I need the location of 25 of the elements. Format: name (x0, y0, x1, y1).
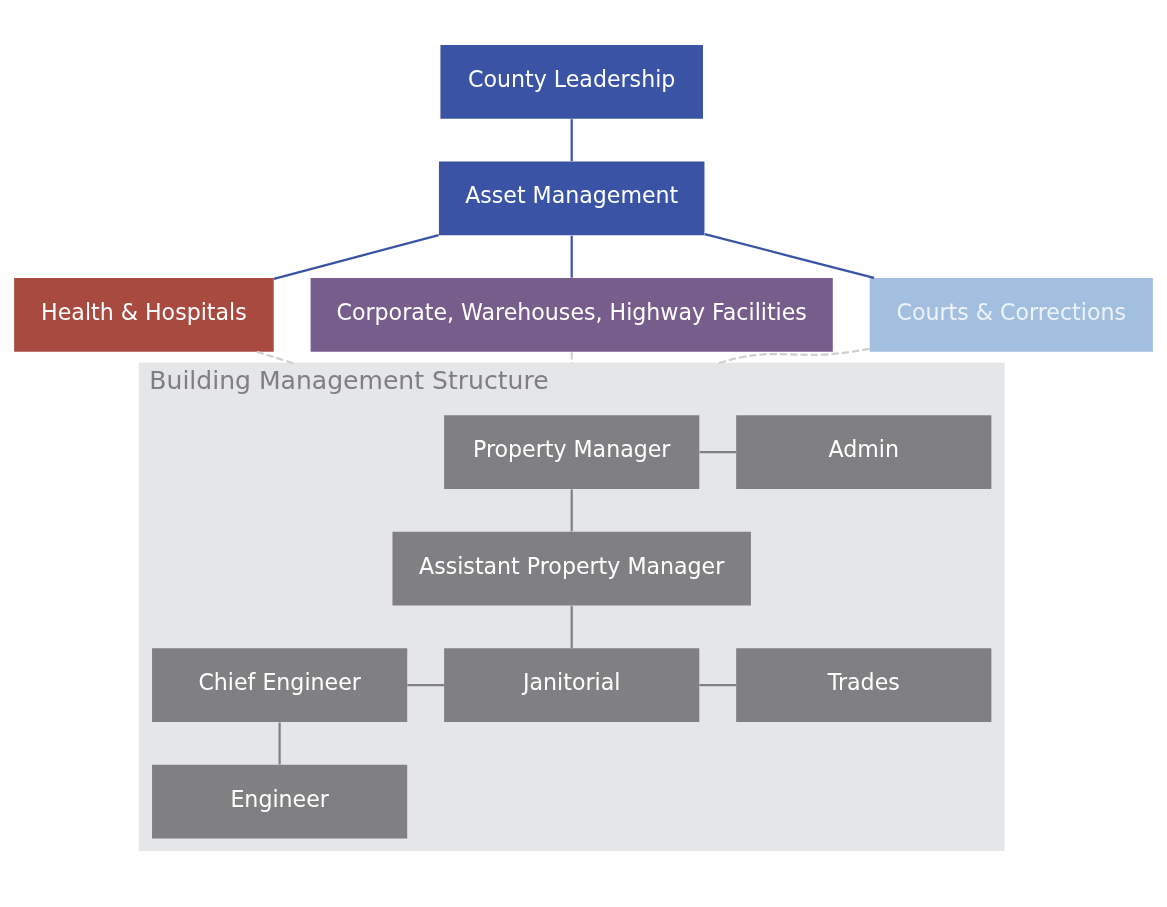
node-box: Health & Hospitals (14, 277, 274, 352)
connector (570, 352, 573, 364)
node-box: Assistant Property Manager (392, 531, 751, 606)
connector (570, 235, 573, 278)
node-box: Chief Engineer (152, 648, 408, 722)
node-box: County Leadership (440, 44, 703, 119)
node-box: Asset Management (438, 161, 705, 236)
connector (699, 450, 737, 454)
connector (717, 347, 870, 365)
connector (278, 722, 281, 765)
connector (273, 234, 439, 280)
node-box: Janitorial (444, 648, 700, 722)
node-box: Property Manager (444, 415, 700, 489)
connector (570, 489, 573, 532)
node-box: Admin (736, 415, 992, 489)
connector (256, 350, 295, 365)
connector (570, 605, 573, 648)
node-box: Corporate, Warehouses, Highway Facilities (310, 277, 833, 352)
connector (570, 119, 573, 162)
connector (407, 684, 444, 687)
node-box: Courts & Corrections (869, 277, 1153, 352)
connector (699, 684, 737, 687)
node-box: Trades (736, 648, 992, 722)
connector (704, 233, 875, 279)
node-box: Engineer (152, 764, 408, 839)
